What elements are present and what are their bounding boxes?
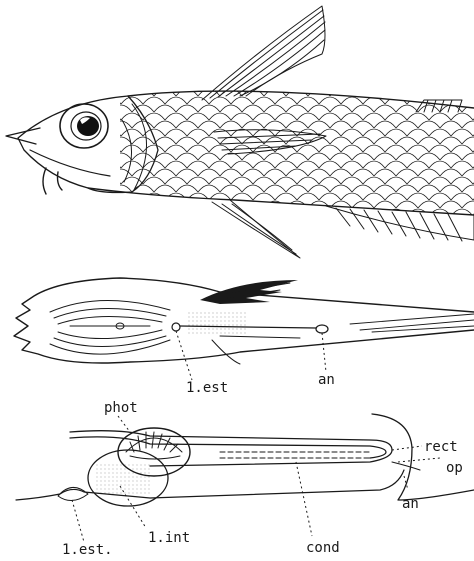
label-l-est-bottom: 1.est. [62,542,113,558]
pelvic-fin [212,200,300,258]
label-rect: rect [424,439,458,455]
fish-ventral-view [14,278,474,380]
label-cond: cond [306,540,340,556]
label-an-top: an [318,372,335,388]
label-an-bottom: an [402,496,419,512]
fish-eye [60,104,108,148]
fish-lateral-view [6,6,474,258]
label-phot: phot [104,400,138,416]
dorsal-fin [202,6,325,100]
organ-section [16,414,474,542]
label-l-int: 1.int [148,530,190,546]
label-op: op [446,460,463,476]
label-l-est-top: 1.est [186,380,228,396]
